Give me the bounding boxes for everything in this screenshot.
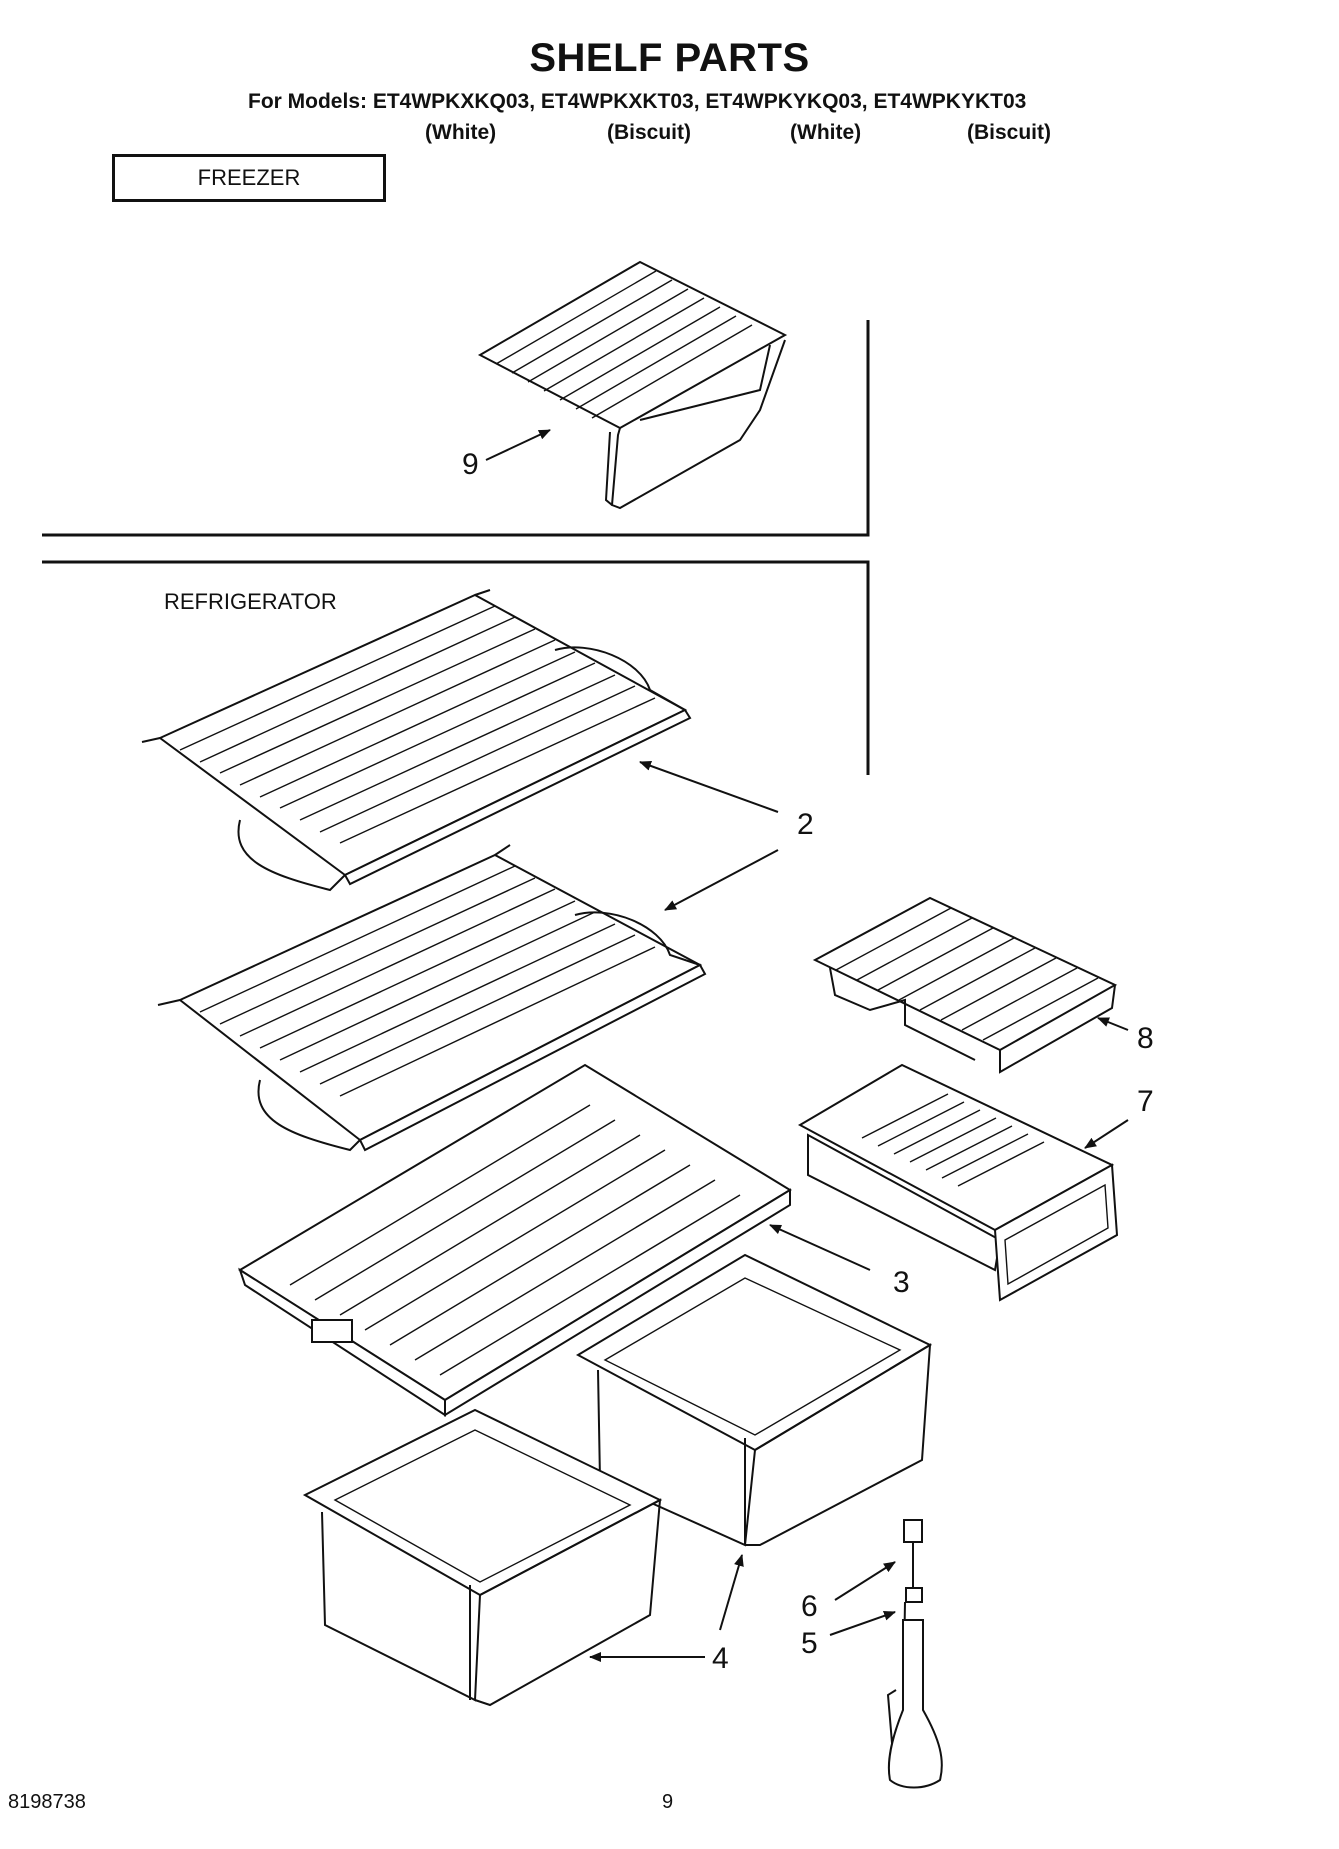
part-2-upper-shelf	[141, 589, 692, 892]
part-7-pan	[797, 1063, 1119, 1302]
callout-2: 2	[797, 808, 814, 841]
part-9-freezer-shelf	[477, 260, 788, 510]
freezer-label-text: FREEZER	[197, 165, 301, 190]
part-8-small-shelf	[812, 896, 1118, 1074]
callout-4: 4	[712, 1642, 729, 1675]
callout-arrow-9	[485, 429, 551, 461]
callout-arrow-3	[769, 1224, 871, 1271]
callout-arrow-7	[1084, 1119, 1129, 1149]
part-3-crisper-cover	[238, 1063, 792, 1417]
callout-5: 5	[801, 1627, 818, 1660]
part-4-crisper-right	[575, 1253, 933, 1547]
color-label-2: (Biscuit)	[607, 121, 691, 144]
callout-arrow-8	[1097, 1017, 1129, 1031]
document-number: 8198738	[8, 1791, 86, 1813]
callout-6: 6	[801, 1590, 818, 1623]
callout-arrow-2b	[664, 849, 779, 911]
page-number: 9	[662, 1791, 674, 1813]
callout-arrow-6	[834, 1561, 896, 1601]
callout-arrow-4b	[719, 1554, 744, 1631]
section-dividers	[42, 320, 870, 775]
callout-3: 3	[893, 1266, 910, 1299]
callout-9: 9	[462, 448, 479, 481]
color-label-3: (White)	[790, 121, 862, 144]
color-label-4: (Biscuit)	[967, 121, 1051, 144]
freezer-section-label: FREEZER	[112, 154, 386, 202]
callout-arrow-5	[829, 1610, 896, 1636]
models-line: For Models: ET4WPKXKQ03, ET4WPKXKT03, ET…	[248, 90, 1027, 113]
part-5-6-leg	[886, 1519, 943, 1789]
callout-7: 7	[1137, 1085, 1154, 1118]
part-2-lower-shelf	[157, 844, 707, 1152]
callout-8: 8	[1137, 1022, 1154, 1055]
callout-arrow-2a	[639, 761, 779, 813]
refrigerator-section-label: REFRIGERATOR	[164, 589, 337, 614]
page-title: SHELF PARTS	[529, 36, 810, 80]
part-4-crisper-left	[302, 1408, 663, 1707]
color-label-1: (White)	[425, 121, 497, 144]
